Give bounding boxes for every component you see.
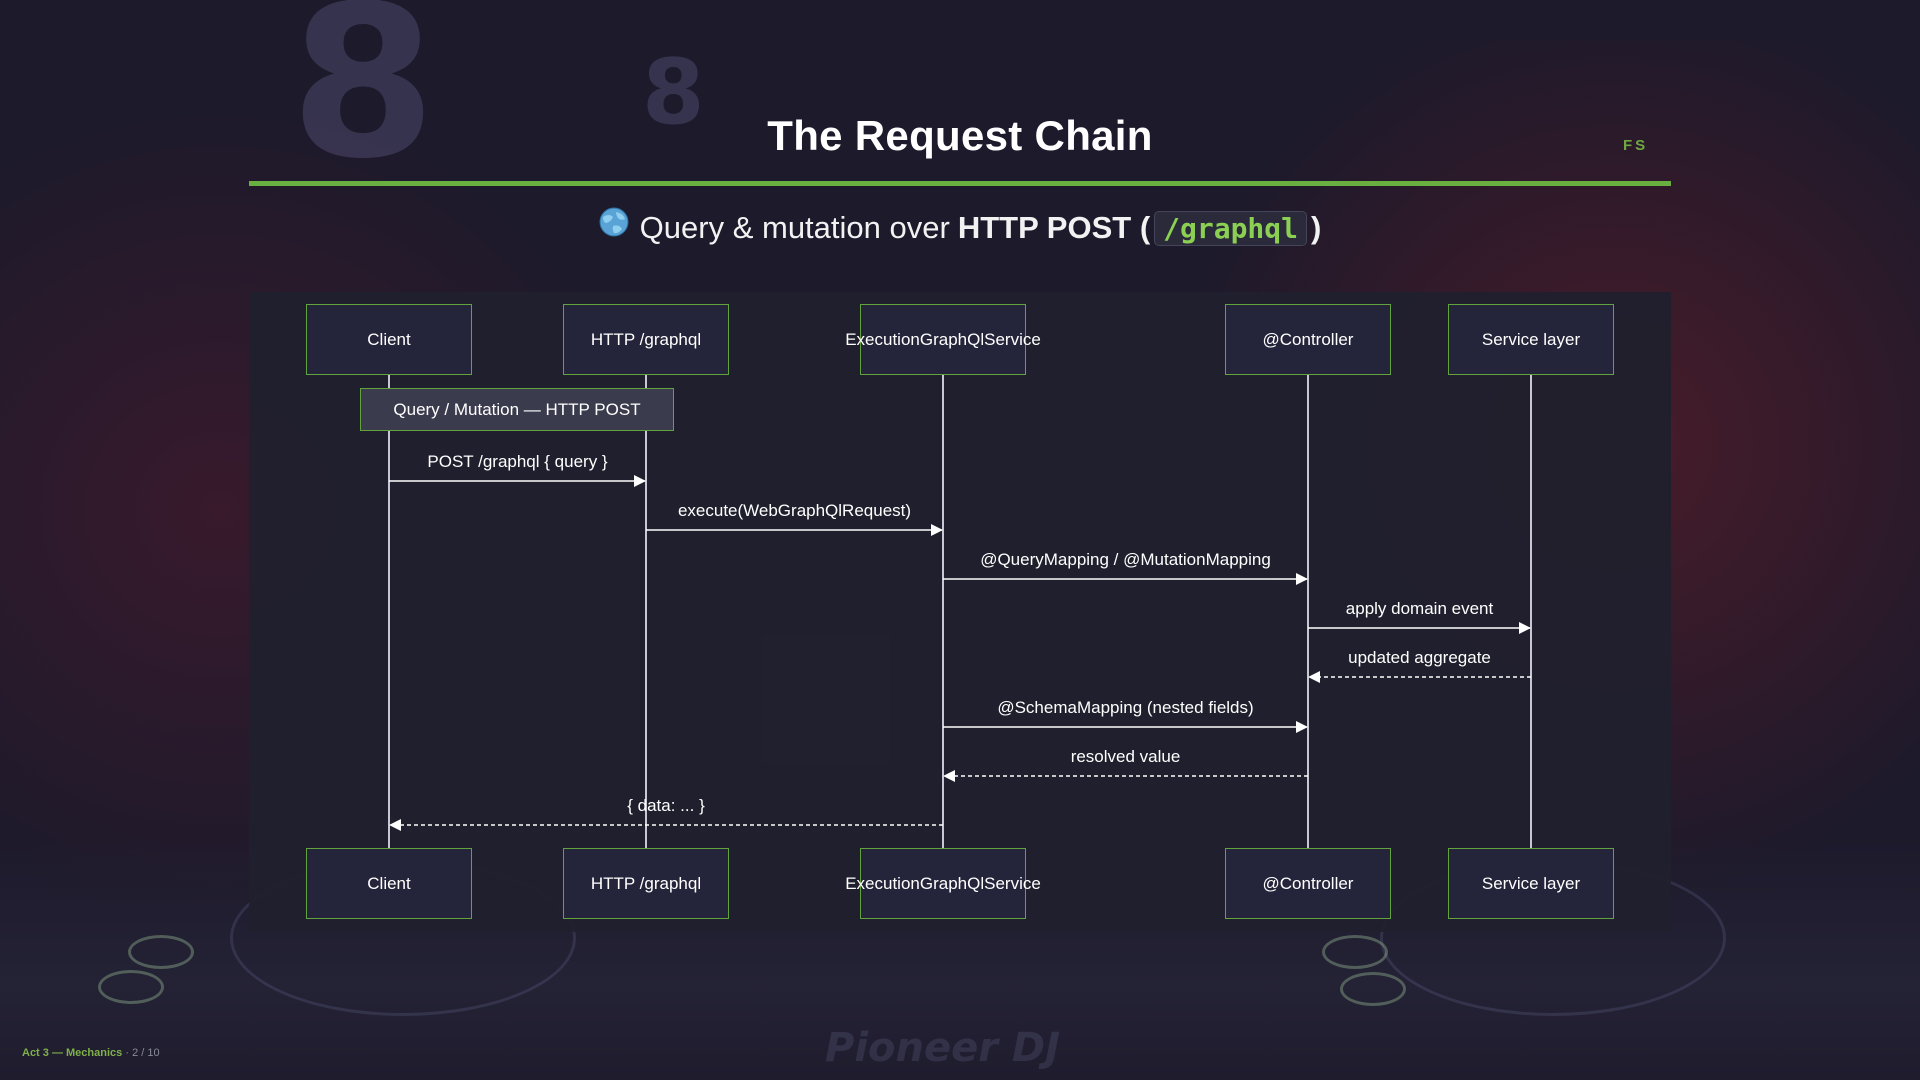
title-underline xyxy=(249,181,1671,186)
participant-controller-bottom: @Controller xyxy=(1225,848,1391,919)
slide-title: The Request Chain xyxy=(767,112,1153,159)
participant-controller-top: @Controller xyxy=(1225,304,1391,375)
message-label-2: execute(WebGraphQlRequest) xyxy=(677,501,912,520)
participant-client-top: Client xyxy=(306,304,472,375)
slide-subtitle: Query & mutation over HTTP POST ( /graph… xyxy=(0,207,1920,246)
neon-eight-decoration: 8 xyxy=(290,0,437,205)
jog-ring-left xyxy=(128,935,194,969)
subtitle-strong: HTTP POST ( xyxy=(957,210,1151,245)
jog-ring-right-2 xyxy=(1340,972,1406,1006)
footer: Act 3 — Mechanics · 2 / 10 xyxy=(22,1047,160,1059)
message-label-3: @QueryMapping / @MutationMapping xyxy=(980,550,1271,569)
participant-service-layer-bottom: Service layer xyxy=(1448,848,1614,919)
participant-service-layer-top: Service layer xyxy=(1448,304,1614,375)
subtitle-text: Query & mutation over xyxy=(639,210,950,245)
footer-act: Act 3 — Mechanics xyxy=(22,1047,123,1059)
fullscreen-badge[interactable]: FS xyxy=(1623,137,1649,154)
message-label-6: @SchemaMapping (nested fields) xyxy=(997,698,1254,717)
sequence-diagram xyxy=(388,375,1532,848)
message-label-1: POST /graphql { query } xyxy=(427,452,608,471)
jog-ring-left-2 xyxy=(98,970,164,1004)
participant-http-graphql-bottom: HTTP /graphql xyxy=(563,848,729,919)
message-label-4: apply domain event xyxy=(1345,599,1494,618)
message-label-8: { data: ... } xyxy=(627,796,705,815)
participant-client-bottom: Client xyxy=(306,848,472,919)
subtitle-code-endpoint: /graphql xyxy=(1154,210,1307,246)
neon-eight-decoration: 8 xyxy=(642,40,705,145)
jog-ring-right xyxy=(1322,935,1388,969)
message-label-7: resolved value xyxy=(1070,747,1181,766)
message-label-5: updated aggregate xyxy=(1348,648,1491,667)
participant-http-graphql-top: HTTP /graphql xyxy=(563,304,729,375)
footer-separator: · xyxy=(125,1047,129,1059)
globe-icon xyxy=(599,207,629,237)
footer-page-number: 2 / 10 xyxy=(132,1047,160,1059)
participant-executiongraphqlservice-bottom: ExecutionGraphQlService xyxy=(845,848,1041,919)
pioneer-dj-logo: Pioneer DJ xyxy=(825,1025,1060,1071)
participant-executiongraphqlservice-top: ExecutionGraphQlService xyxy=(845,304,1041,375)
diagram-note: Query / Mutation — HTTP POST xyxy=(360,388,674,431)
subtitle-close-paren: ) xyxy=(1311,210,1322,245)
